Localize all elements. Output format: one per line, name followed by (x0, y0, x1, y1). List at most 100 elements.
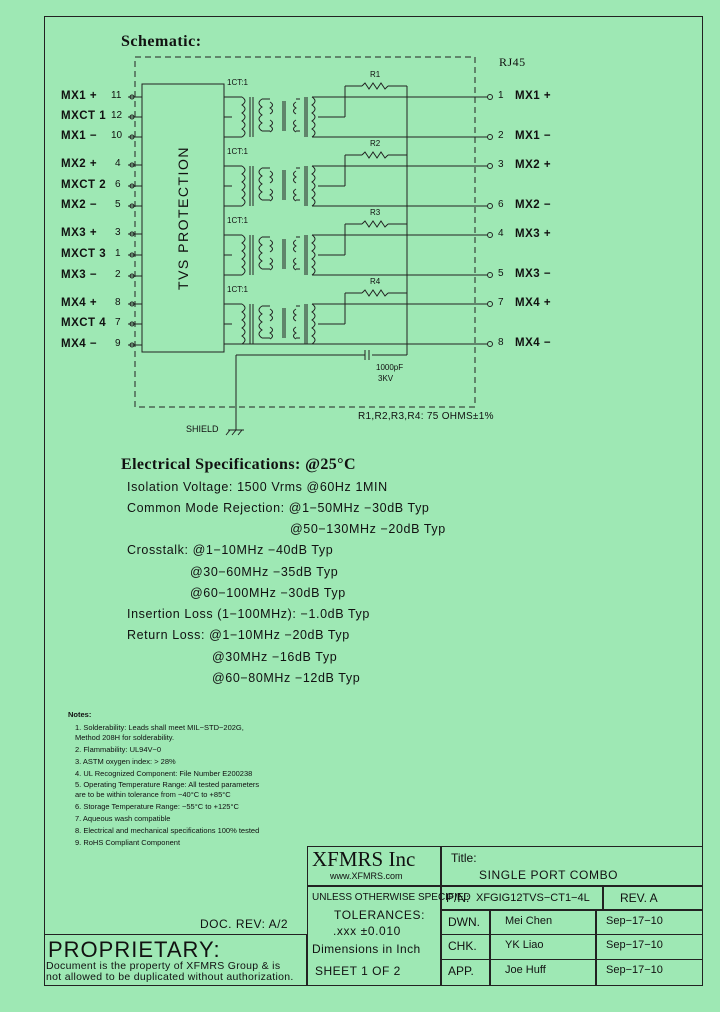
capacitor-voltage: 3KV (378, 374, 394, 383)
rev-box (603, 886, 703, 910)
left-pin-label: MXCT 2 (61, 179, 107, 191)
note-line: are to be within tolerance from −40°C to… (75, 790, 231, 799)
spec-line: @30MHz −16dB Typ (212, 650, 338, 664)
name-column (490, 910, 596, 986)
proprietary-box (44, 934, 307, 986)
spec-line: Crosstalk: @1−10MHz −40dB Typ (127, 543, 334, 557)
right-pin-label: MX2 − (515, 199, 552, 211)
proprietary-text-2: not allowed to be duplicated without aut… (46, 971, 294, 983)
left-pin-number: 3 (115, 227, 121, 238)
left-pin-number: 12 (111, 110, 123, 121)
tolerance-value: .xxx ±0.010 (333, 924, 401, 938)
proprietary-text-1: Document is the property of XFMRS Group … (46, 960, 281, 972)
rj45-label: RJ45 (499, 55, 526, 69)
right-pin-label: MX1 + (515, 90, 552, 102)
title-box (441, 846, 703, 886)
note-line: 2. Flammability: UL94V−0 (75, 745, 162, 754)
role-label: APP. (448, 964, 474, 978)
tolerances-label: TOLERANCES: (334, 908, 426, 922)
pn-box (441, 886, 603, 910)
right-pin-label: MX2 + (515, 159, 552, 171)
resistor-label: R2 (370, 139, 381, 148)
spec-line: @30−60MHz −35dB Typ (190, 565, 339, 579)
title-value: SINGLE PORT COMBO (479, 868, 619, 882)
note-line: 9. RoHS Compliant Component (75, 838, 181, 847)
left-pin-label: MX4 + (61, 297, 98, 309)
left-pin-number: 9 (115, 338, 121, 349)
spec-line: Return Loss: @1−10MHz −20dB Typ (127, 628, 350, 642)
left-pin-label: MX3 + (61, 227, 98, 239)
left-pin-label: MX4 − (61, 338, 98, 350)
ratio-label: 1CT:1 (227, 78, 248, 87)
signoff-date: Sep−17−10 (606, 964, 663, 976)
spec-line: @60−100MHz −30dB Typ (190, 586, 346, 600)
role-label: DWN. (448, 915, 480, 929)
left-pin-number: 6 (115, 179, 121, 190)
signoff-date: Sep−17−10 (606, 939, 663, 951)
notes-title: Notes: (68, 710, 92, 719)
left-pin-number: 11 (111, 90, 122, 101)
resistor-label: R1 (370, 70, 381, 79)
left-pin-label: MX1 + (61, 90, 98, 102)
pn-label: P/N: (446, 891, 470, 905)
role-column (441, 910, 490, 986)
ratio-label: 1CT:1 (227, 147, 248, 156)
left-pin-number: 10 (111, 130, 123, 141)
rev-value: REV. A (620, 891, 658, 905)
signoff-name: YK Liao (505, 939, 544, 951)
schematic-title: Schematic: (121, 33, 202, 50)
note-line: 3. ASTM oxygen index: > 28% (75, 757, 176, 766)
note-line: 4. UL Recognized Component: File Number … (75, 769, 253, 778)
pn-value: XFGIG12TVS−CT1−4L (476, 892, 590, 904)
tolerance-box (307, 886, 441, 986)
note-line: Method 208H for solderability. (75, 733, 175, 742)
date-column (596, 910, 703, 986)
right-pin-number: 1 (498, 90, 504, 101)
proprietary-title: PROPRIETARY: (48, 937, 221, 962)
ratio-label: 1CT:1 (227, 285, 248, 294)
signoff-name: Joe Huff (505, 964, 546, 976)
right-pin-label: MX4 − (515, 337, 552, 349)
left-pin-label: MX3 − (61, 269, 98, 281)
role-label: CHK. (448, 939, 477, 953)
note-line: 8. Electrical and mechanical specificati… (75, 826, 260, 835)
left-pin-wires (128, 94, 142, 348)
doc-revision: DOC. REV: A/2 (200, 917, 289, 931)
right-pin-number: 2 (498, 130, 504, 141)
tvs-box (141, 83, 225, 353)
right-pin-number: 8 (498, 337, 504, 348)
right-pin-wires (224, 94, 493, 347)
left-pin-number: 5 (115, 199, 121, 210)
electrical-spec-title: Electrical Specifications: @25°C (121, 456, 356, 473)
right-pin-label: MX1 − (515, 130, 552, 142)
company-box (307, 846, 441, 886)
right-pin-number: 6 (498, 199, 504, 210)
right-pin-number: 7 (498, 297, 504, 308)
resistor-label: R4 (370, 277, 381, 286)
capacitor-value: 1000pF (376, 363, 404, 372)
right-pin-label: MX3 + (515, 228, 552, 240)
right-pin-number: 5 (498, 268, 504, 279)
dimensions-unit: Dimensions in Inch (312, 942, 421, 956)
spec-line: Isolation Voltage: 1500 Vrms @60Hz 1MIN (127, 480, 388, 494)
note-line: 6. Storage Temperature Range: −55°C to +… (75, 802, 239, 811)
right-pin-number: 3 (498, 159, 504, 170)
sheet-number: SHEET 1 OF 2 (315, 964, 401, 978)
left-pin-label: MXCT 1 (61, 110, 107, 122)
spec-line: @60−80MHz −12dB Typ (212, 671, 361, 685)
note-line: 7. Aqueous wash compatible (75, 814, 171, 823)
channel-1 (224, 82, 487, 138)
company-name: XFMRS Inc (312, 847, 416, 871)
signoff-row-divider (441, 934, 703, 960)
shield-label: SHIELD (186, 424, 219, 434)
left-pin-number: 7 (115, 317, 121, 328)
resistor-label: R3 (370, 208, 381, 217)
resistor-note: R1,R2,R3,R4: 75 OHMS±1% (358, 411, 494, 422)
ratio-label: 1CT:1 (227, 216, 248, 225)
left-pin-number: 8 (115, 297, 121, 308)
note-line: 5. Operating Temperature Range: All test… (75, 780, 260, 789)
tvs-protection-label: TVS PROTECTION (175, 146, 191, 290)
right-pin-label: MX4 + (515, 297, 552, 309)
left-pin-label: MXCT 3 (61, 248, 107, 260)
